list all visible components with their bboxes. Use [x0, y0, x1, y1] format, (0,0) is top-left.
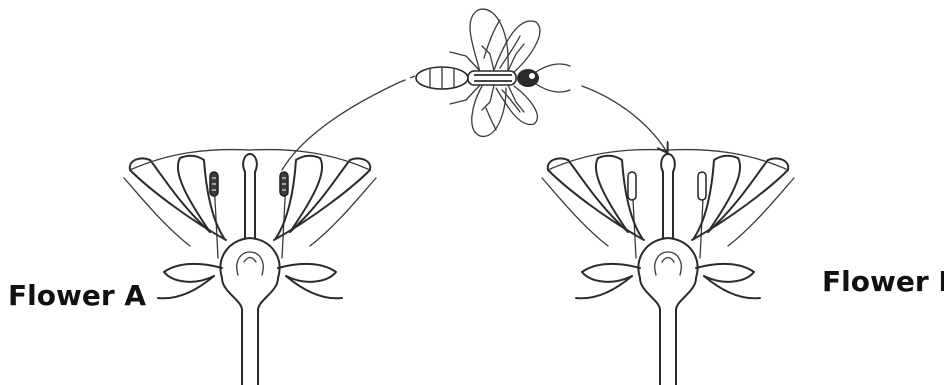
- insect-icon: [416, 9, 570, 136]
- flower-a-label: Flower A: [8, 279, 146, 312]
- flower-b-anthers: [628, 172, 706, 200]
- flight-path-a-to-insect: [282, 82, 400, 170]
- flower-a-anthers: [210, 172, 288, 196]
- flower-b-drawing: [542, 150, 794, 385]
- flower-b-label: Flower B: [822, 265, 944, 298]
- flight-path-dashed: [400, 76, 415, 82]
- flight-path-insect-to-b: [582, 86, 667, 152]
- flower-a-drawing: [124, 150, 376, 385]
